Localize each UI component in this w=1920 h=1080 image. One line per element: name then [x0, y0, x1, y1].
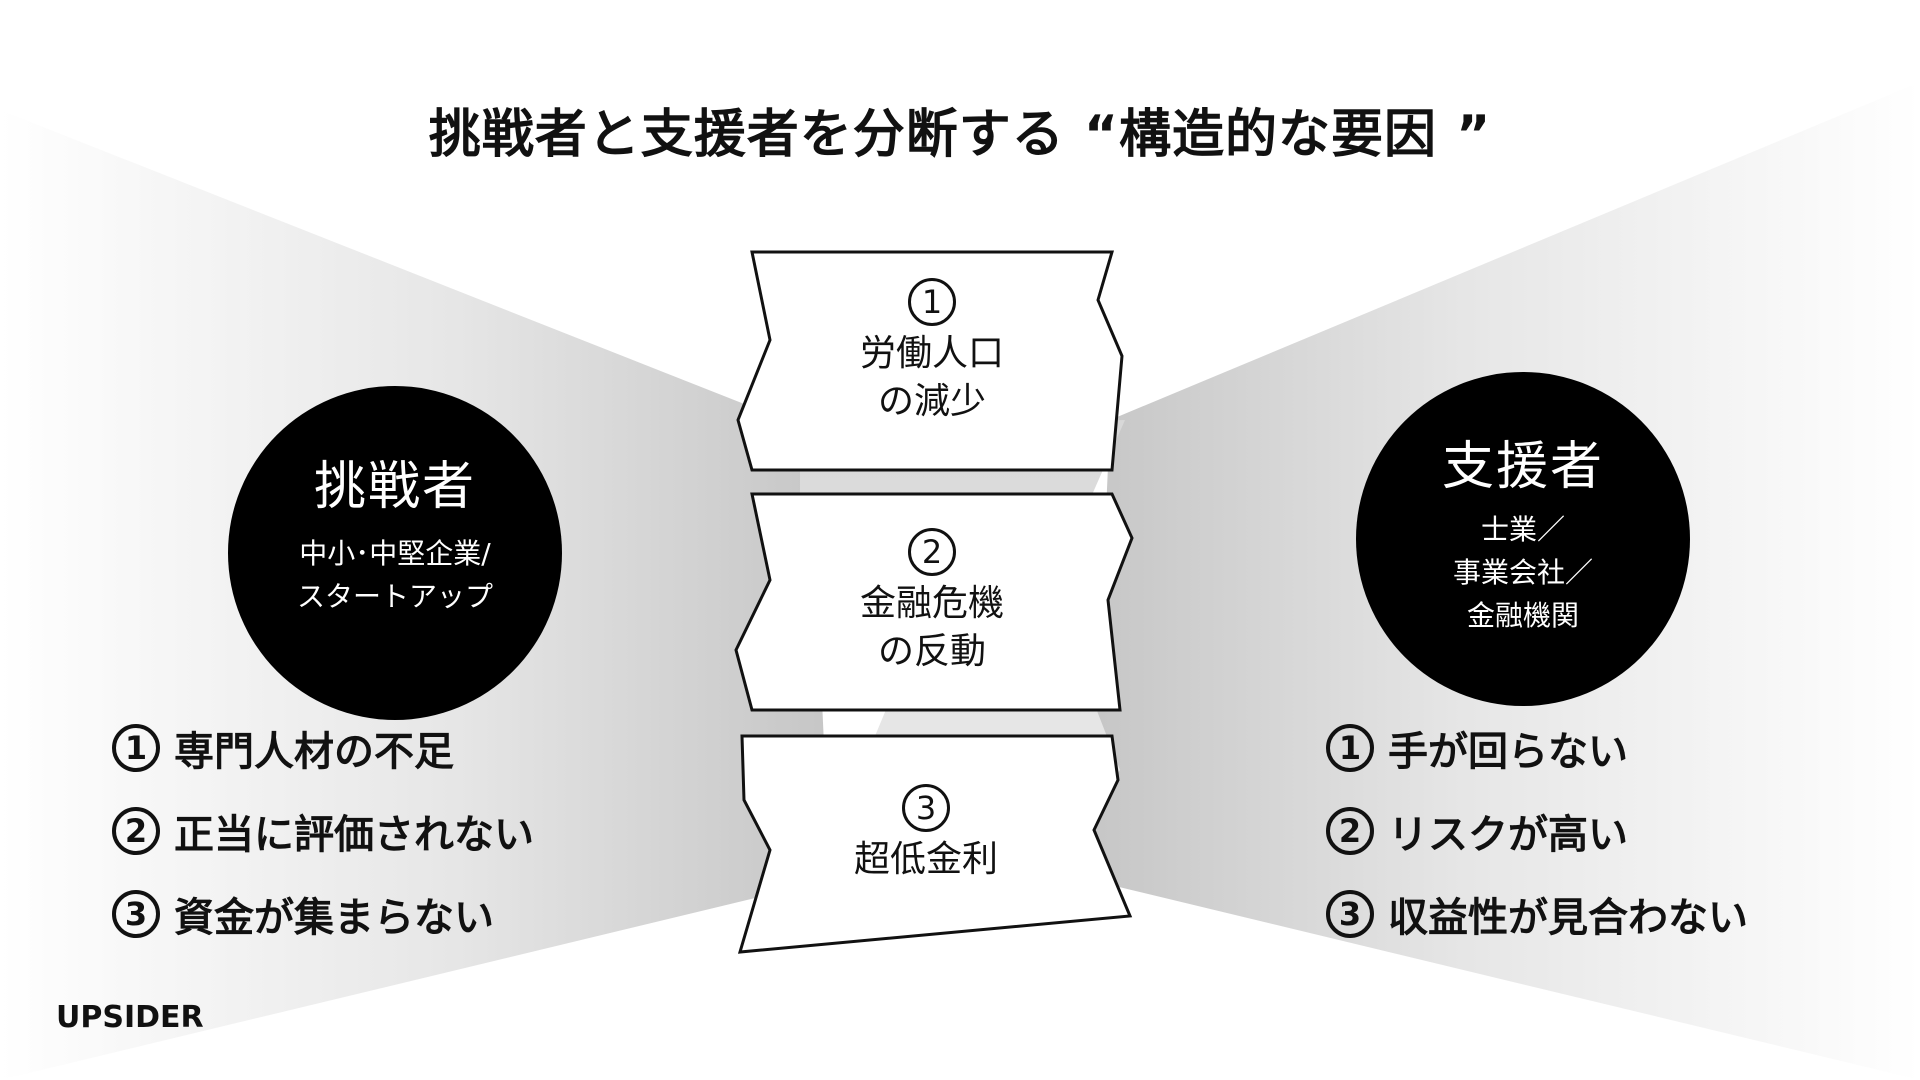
cause-1: 1 労働人口 の減少	[832, 278, 1032, 426]
page-title: 挑戦者と支援者を分断する “構造的な要因 ”	[428, 105, 1492, 165]
number-badge: 1	[112, 724, 160, 772]
cause-number-badge: 2	[908, 528, 956, 576]
supporter-problem-item: 3 収益性が見合わない	[1326, 886, 1748, 942]
cause-shape-3	[737, 734, 1133, 954]
cause-number-badge: 3	[902, 784, 950, 832]
supporter-subtitle-line: 事業会社／	[1452, 556, 1593, 589]
problem-text: 専門人材の不足	[174, 729, 454, 775]
upsider-logo: UPSIDER	[56, 1000, 204, 1035]
cause-number-badge: 1	[908, 278, 956, 326]
cause-shape-1	[736, 250, 1124, 472]
problem-text: 資金が集まらない	[174, 895, 494, 941]
challenger-problem-item: 2 正当に評価されない	[112, 803, 534, 859]
supporter-subtitle-line: 金融機関	[1466, 599, 1579, 632]
challenger-circle: 挑戦者 中小･中堅企業/ スタートアップ	[228, 386, 562, 720]
number-badge: 3	[112, 890, 160, 938]
number-badge: 2	[112, 807, 160, 855]
cause-shape-2	[734, 492, 1134, 712]
supporter-subtitle-line: 士業／	[1480, 513, 1565, 546]
supporter-circle: 支援者 士業／ 事業会社／ 金融機関	[1356, 372, 1690, 706]
challenger-problem-item: 3 資金が集まらない	[112, 886, 534, 942]
cause-3: 3 超低金利	[826, 784, 1026, 884]
supporter-problem-item: 1 手が回らない	[1326, 720, 1748, 776]
cause-line: 超低金利	[853, 839, 998, 880]
challenger-problem-list: 1 専門人材の不足 2 正当に評価されない 3 資金が集まらない	[112, 720, 534, 969]
challenger-subtitle: 中小･中堅企業/ スタートアップ	[228, 532, 562, 618]
challenger-title: 挑戦者	[313, 457, 476, 517]
cause-line: 金融危機	[859, 583, 1004, 624]
problem-text: リスクが高い	[1388, 812, 1628, 858]
supporter-problem-item: 2 リスクが高い	[1326, 803, 1748, 859]
supporter-title: 支援者	[1441, 437, 1604, 497]
number-badge: 1	[1326, 724, 1374, 772]
problem-text: 収益性が見合わない	[1388, 895, 1748, 941]
challenger-subtitle-line: スタートアップ	[296, 580, 493, 613]
challenger-subtitle-line: 中小･中堅企業/	[299, 537, 491, 570]
supporter-subtitle: 士業／ 事業会社／ 金融機関	[1356, 508, 1690, 637]
number-badge: 2	[1326, 807, 1374, 855]
supporter-problem-list: 1 手が回らない 2 リスクが高い 3 収益性が見合わない	[1326, 720, 1748, 969]
challenger-problem-item: 1 専門人材の不足	[112, 720, 534, 776]
number-badge: 3	[1326, 890, 1374, 938]
cause-line: の減少	[877, 381, 986, 422]
cause-2: 2 金融危機 の反動	[832, 528, 1032, 676]
problem-text: 正当に評価されない	[174, 812, 534, 858]
problem-text: 手が回らない	[1388, 729, 1628, 775]
cause-line: 労働人口	[859, 333, 1004, 374]
cause-line: の反動	[877, 631, 986, 672]
